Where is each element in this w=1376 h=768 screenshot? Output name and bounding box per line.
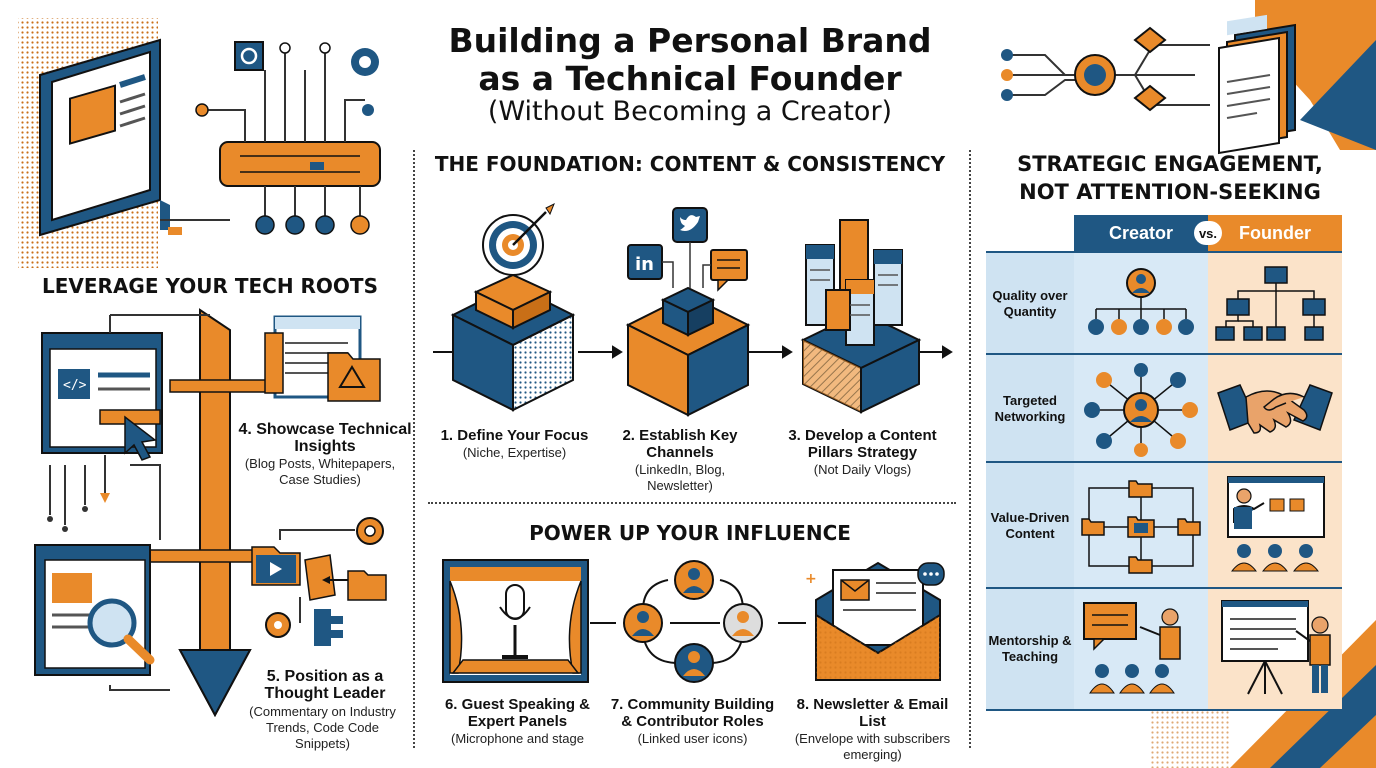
engagement-illustration xyxy=(1001,14,1296,155)
step-2-title: 2. Establish Key Channels xyxy=(622,427,738,461)
step-8-title: 8. Newsletter & Email List xyxy=(796,696,949,730)
title-line-1: Building a Personal Brand xyxy=(448,21,932,60)
creator-cell xyxy=(1074,253,1208,355)
users-icon xyxy=(623,560,763,683)
whiteboard-teaching-icon xyxy=(1221,600,1331,695)
tech-roots-heading: LEVERAGE YOUR TECH ROOTS xyxy=(42,274,378,298)
step-8-subtitle: (Envelope with subscribers emerging) xyxy=(794,731,951,762)
row-label: Targeted Networking xyxy=(986,355,1074,463)
foundation-heading: THE FOUNDATION: CONTENT & CONSISTENCY xyxy=(434,152,946,176)
org-chart-icon xyxy=(1215,266,1326,341)
creator-vs-founder-table: Creator Founder vs. Quality over Quantit… xyxy=(986,215,1342,711)
svg-text:in: in xyxy=(635,254,654,275)
influence-illustration: + xyxy=(442,559,945,683)
creator-column-header: Creator xyxy=(1108,222,1174,243)
row-label: Mentorship & Teaching xyxy=(986,589,1074,709)
network-hub-icon xyxy=(1084,363,1198,457)
step-1-subtitle: (Niche, Expertise) xyxy=(462,445,567,460)
row-label: Quality over Quantity xyxy=(986,253,1074,355)
creator-cell xyxy=(1074,589,1208,709)
svg-text:+: + xyxy=(805,571,817,587)
target-icon xyxy=(450,202,576,412)
tech-roots-flow: </> xyxy=(34,308,387,718)
step-5-subtitle: (Commentary on Industry Trends, Code Cod… xyxy=(249,704,396,751)
founder-cell xyxy=(1208,355,1342,463)
founder-cell xyxy=(1208,463,1342,589)
table-row: Mentorship & Teaching xyxy=(986,587,1342,711)
step-1-title: 1. Define Your Focus xyxy=(440,427,589,444)
founder-column-header: Founder xyxy=(1239,222,1311,243)
right-divider xyxy=(969,150,971,748)
hierarchy-people-icon xyxy=(1088,268,1194,335)
step-5-title: 5. Position as a Thought Leader xyxy=(264,668,386,702)
channels-icon: in xyxy=(625,207,751,417)
foundation-illustration: in xyxy=(433,202,953,417)
table-row: Targeted Networking xyxy=(986,353,1342,463)
title-line-2: as a Technical Founder xyxy=(478,59,902,98)
creator-cell xyxy=(1074,355,1208,463)
row-label: Value-Driven Content xyxy=(986,463,1074,589)
step-3-subtitle: (Not Daily Vlogs) xyxy=(813,462,912,477)
handshake-icon xyxy=(1217,384,1333,434)
engagement-heading-line-2: NOT ATTENTION-SEEKING xyxy=(1019,180,1321,204)
pillars-icon xyxy=(800,219,922,414)
svg-text:</>: </> xyxy=(63,378,87,393)
step-7-title: 7. Community Building & Contributor Role… xyxy=(610,696,775,730)
page-title: Building a Personal Brand as a Technical… xyxy=(420,22,960,98)
table-row: Quality over Quantity xyxy=(986,251,1342,355)
table-row: Value-Driven Content xyxy=(986,461,1342,589)
engagement-heading-line-1: STRATEGIC ENGAGEMENT, xyxy=(1017,152,1323,176)
microphone-icon xyxy=(442,559,589,683)
step-4-title: 4. Showcase Technical Insights xyxy=(238,421,412,455)
content-network-icon xyxy=(1081,480,1201,574)
vs-badge: vs. xyxy=(1194,221,1222,245)
founder-cell xyxy=(1208,253,1342,355)
left-divider xyxy=(413,150,415,748)
step-6-title: 6. Guest Speaking & Expert Panels xyxy=(444,696,591,730)
envelope-icon: + xyxy=(805,561,945,681)
step-7-subtitle: (Linked user icons) xyxy=(637,731,748,746)
step-6-subtitle: (Microphone and stage xyxy=(451,731,584,746)
tech-roots-illustration xyxy=(39,38,381,237)
mentor-group-icon xyxy=(1083,602,1181,694)
founder-column-header-bg: Founder xyxy=(1208,215,1342,251)
creator-cell xyxy=(1074,463,1208,589)
engagement-heading: STRATEGIC ENGAGEMENT, NOT ATTENTION-SEEK… xyxy=(985,150,1355,206)
step-4-subtitle: (Blog Posts, Whitepapers, Case Studies) xyxy=(244,456,396,487)
middle-divider xyxy=(428,502,956,504)
step-2-subtitle: (LinkedIn, Blog, Newsletter) xyxy=(634,462,726,493)
founder-cell xyxy=(1208,589,1342,709)
presentation-icon xyxy=(1227,476,1325,572)
page-subtitle: (Without Becoming a Creator) xyxy=(487,96,893,127)
influence-heading: POWER UP YOUR INFLUENCE xyxy=(529,521,851,545)
step-3-title: 3. Develop a Content Pillars Strategy xyxy=(788,427,937,461)
